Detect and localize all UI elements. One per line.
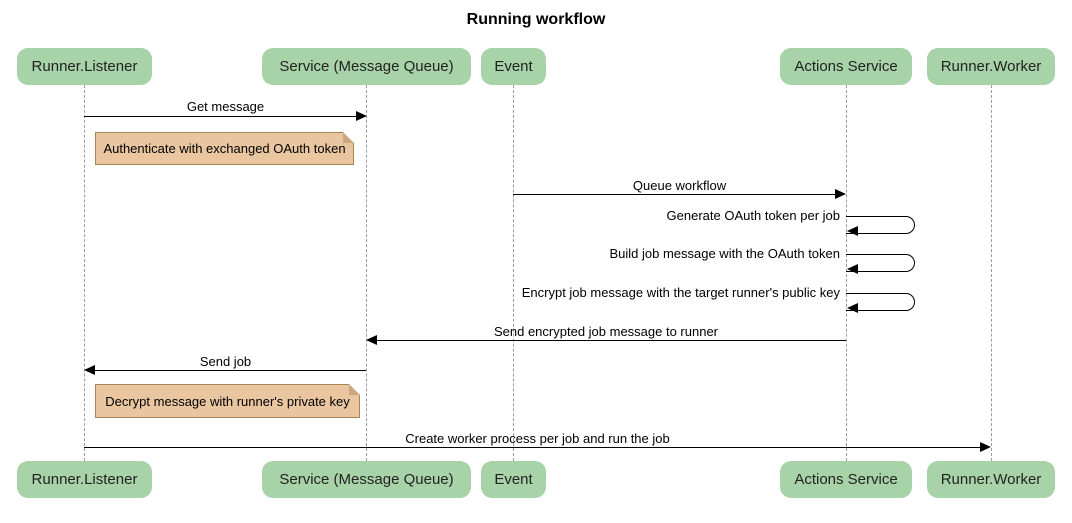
message-line-get-message [84,116,357,117]
lifeline-service-message-queue [366,85,367,461]
arrowhead-left-icon [847,226,858,236]
arrowhead-right-icon [980,442,991,452]
message-label-encrypt-job-message: Encrypt job message with the target runn… [521,285,840,300]
actor-bottom-runner-worker: Runner.Worker [927,461,1055,498]
arrowhead-left-icon [84,365,95,375]
actor-top-actions-service: Actions Service [780,48,912,85]
message-line-send-encrypted-job [377,340,846,341]
message-label-queue-workflow: Queue workflow [632,178,727,193]
message-line-queue-workflow [513,194,835,195]
message-label-generate-oauth-token: Generate OAuth token per job [666,208,840,223]
actor-bottom-actions-service: Actions Service [780,461,912,498]
self-message-loop-encrypt-job-message [846,293,915,311]
actor-bottom-service-message-queue: Service (Message Queue) [262,461,471,498]
message-label-send-job: Send job [199,354,252,369]
lifeline-actions-service [846,85,847,461]
message-label-send-encrypted-job: Send encrypted job message to runner [493,324,719,339]
arrowhead-left-icon [847,264,858,274]
note-decrypt-private-key: Decrypt message with runner's private ke… [95,384,360,418]
arrowhead-right-icon [356,111,367,121]
self-message-loop-generate-oauth-token [846,216,915,234]
actor-bottom-event: Event [481,461,546,498]
actor-top-runner-worker: Runner.Worker [927,48,1055,85]
actor-bottom-runner-listener: Runner.Listener [17,461,152,498]
message-line-create-worker-process [84,447,980,448]
actor-top-event: Event [481,48,546,85]
message-label-get-message: Get message [186,99,265,114]
arrowhead-left-icon [366,335,377,345]
message-label-build-job-message: Build job message with the OAuth token [609,246,840,261]
arrowhead-right-icon [835,189,846,199]
lifeline-runner-listener [84,85,85,461]
diagram-title: Running workflow [466,11,606,28]
actor-top-service-message-queue: Service (Message Queue) [262,48,471,85]
note-authenticate-oauth: Authenticate with exchanged OAuth token [95,132,354,165]
arrowhead-left-icon [847,303,858,313]
actor-top-runner-listener: Runner.Listener [17,48,152,85]
message-label-create-worker-process: Create worker process per job and run th… [405,431,670,446]
self-message-loop-build-job-message [846,254,915,272]
lifeline-runner-worker [991,85,992,461]
message-line-send-job [95,370,366,371]
lifeline-event [513,85,514,461]
